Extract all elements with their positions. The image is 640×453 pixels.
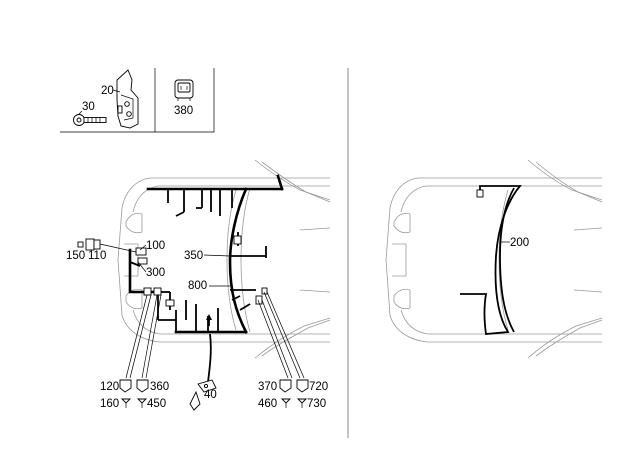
callout-730: 730 [307, 398, 326, 410]
callout-120: 120 [100, 381, 119, 393]
callout-40: 40 [204, 389, 217, 401]
parts-inset-box: 20 30 380 [60, 68, 215, 133]
callout-100: 100 [146, 240, 165, 252]
callout-370: 370 [258, 381, 277, 393]
callout-380: 380 [174, 105, 193, 117]
hood-release-cable [460, 185, 522, 335]
callout-720: 720 [309, 381, 328, 393]
left-callouts: 150 110 100 300 350 800 120 360 [66, 238, 328, 411]
callout-800: 800 [188, 280, 207, 292]
callout-30: 30 [82, 101, 95, 113]
left-car-body [117, 159, 331, 359]
callout-150: 150 [66, 250, 85, 262]
relay-part [174, 79, 194, 101]
callout-110: 110 [88, 250, 106, 262]
engine-wiring-harness [128, 174, 284, 334]
callout-460: 460 [258, 398, 277, 410]
right-car-body [385, 159, 603, 359]
callout-200: 200 [510, 237, 529, 249]
bolt-part [73, 114, 107, 126]
plug-part [77, 238, 101, 251]
callout-350: 350 [184, 250, 203, 262]
bracket-part [116, 69, 139, 129]
callout-360: 360 [150, 381, 169, 393]
callout-20: 20 [101, 85, 114, 97]
callout-300: 300 [146, 267, 165, 279]
ground-strap-part [189, 333, 217, 411]
callout-160: 160 [100, 398, 119, 410]
callout-450: 450 [147, 398, 166, 410]
